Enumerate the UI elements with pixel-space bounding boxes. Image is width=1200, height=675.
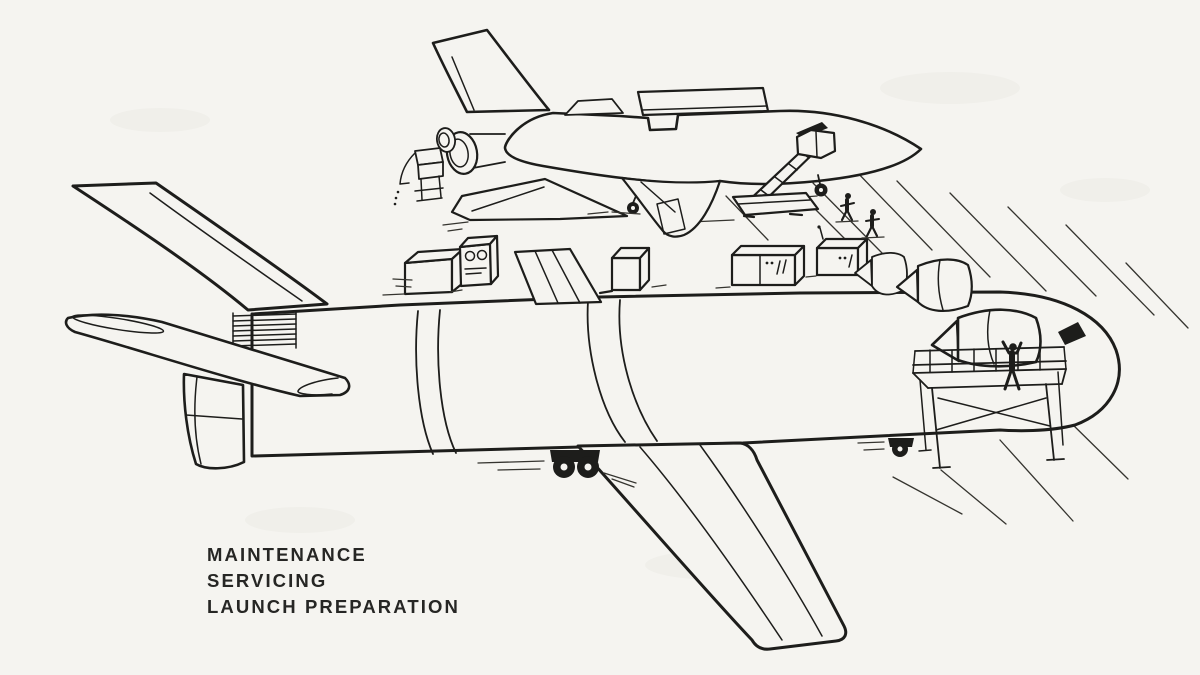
booster-fin-rudder-line: [149, 192, 303, 302]
fuselage-ring-wingbox: [586, 299, 658, 443]
booster-stabilizer: [64, 313, 351, 398]
technician-on-stand: [1001, 340, 1023, 391]
orbiter-aircraft: [393, 28, 923, 239]
caption-line-launch-preparation: LAUNCH PREPARATION: [207, 596, 460, 617]
booster-aircraft: [64, 181, 1121, 651]
engine-work-stand: [912, 346, 1067, 469]
stair-base-platform: [731, 191, 820, 217]
ground-support-equipment: [382, 225, 869, 296]
engine-pod-middle: [895, 258, 973, 312]
fuselage-ring-front: [415, 309, 457, 455]
orbiter-rocket-nozzles: [435, 127, 506, 175]
orbiter-elevon: [656, 198, 686, 235]
booster-fuselage: [250, 290, 1121, 458]
booster-main-gear: [477, 450, 637, 488]
gauge-dial: [464, 250, 476, 262]
engine-pod-far: [854, 251, 908, 296]
orbiter-rudder-line: [451, 56, 475, 111]
engine-pod-on-stand: [930, 308, 1042, 368]
booster-far-wing: [513, 247, 603, 306]
antenna-box: [805, 225, 869, 278]
fin-root-hatch: [232, 310, 297, 351]
boarding-stairs: [731, 128, 837, 219]
orbiter-main-gear: [587, 195, 641, 215]
equipment-cube: [598, 246, 667, 295]
orbiter-near-wing: [620, 176, 722, 238]
caption-line-maintenance: MAINTENANCE: [207, 544, 367, 565]
booster-near-wing: [576, 441, 848, 651]
gauge-cart: [449, 234, 500, 293]
caption-line-servicing: SERVICING: [207, 570, 327, 591]
orbiter-far-wing: [564, 98, 624, 116]
nose-intake-mark: [1058, 322, 1086, 345]
booster-nose-gear: [857, 438, 914, 457]
caption: MAINTENANCE SERVICING LAUNCH PREPARATION: [207, 544, 460, 617]
engine-service-area: [854, 251, 1086, 469]
gauge-dial: [476, 249, 488, 261]
orbiter-port-wing: [442, 177, 629, 232]
payload-bay-door: [636, 86, 770, 117]
console-cart: [715, 244, 806, 289]
technician-figure: [861, 209, 885, 239]
orbiter-vertical-fin: [431, 28, 551, 114]
booster-ventral-fin: [182, 372, 246, 470]
antenna: [819, 227, 824, 240]
booster-vertical-fin: [71, 181, 329, 312]
technician-figure: [835, 193, 859, 223]
tail-work-stand: [393, 147, 444, 206]
